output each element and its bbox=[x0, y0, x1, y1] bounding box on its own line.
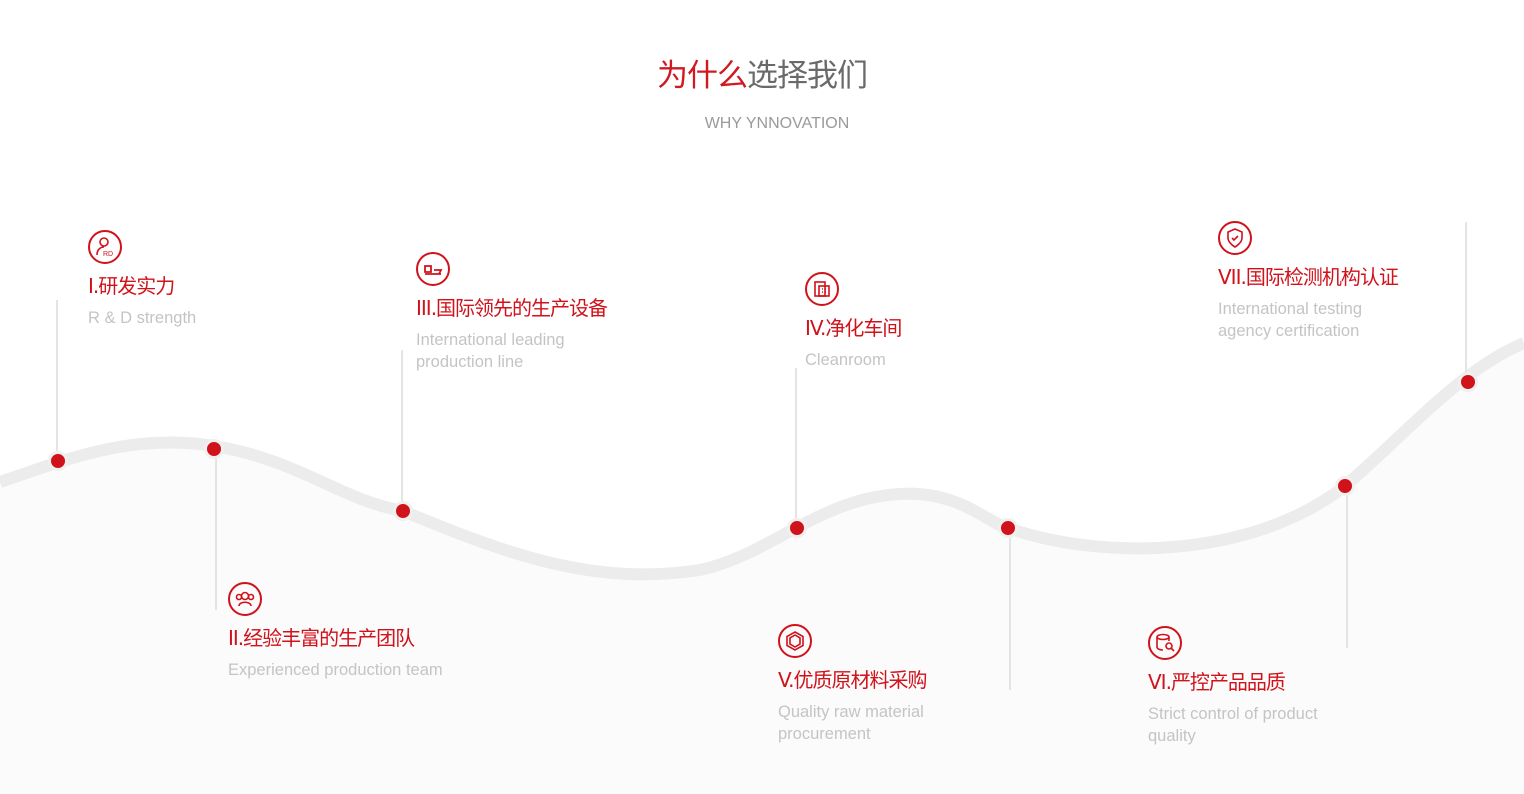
feature-desc: Experienced production team bbox=[228, 661, 443, 679]
timeline-dot bbox=[204, 439, 224, 459]
section-title: 为什么选择我们 bbox=[0, 50, 1524, 95]
connector-line bbox=[215, 455, 217, 610]
building-icon bbox=[805, 272, 839, 306]
title-gray: 选择我们 bbox=[747, 58, 868, 94]
feature-title: III.国际领先的生产设备 bbox=[416, 296, 608, 320]
timeline-dot bbox=[393, 501, 413, 521]
team-icon bbox=[228, 582, 262, 616]
feature-certification: VII.国际检测机构认证 International testing agenc… bbox=[1218, 221, 1418, 342]
connector-line bbox=[1009, 535, 1011, 690]
feature-title: V.优质原材料采购 bbox=[778, 668, 927, 692]
shield-check-icon bbox=[1218, 221, 1252, 255]
feature-title: VI.严控产品品质 bbox=[1148, 670, 1286, 694]
feature-desc: R & D strength bbox=[88, 309, 197, 327]
feature-title: VII.国际检测机构认证 bbox=[1218, 265, 1399, 289]
database-search-icon bbox=[1148, 626, 1182, 660]
title-red: 为什么 bbox=[657, 58, 748, 94]
timeline-dot bbox=[998, 518, 1018, 538]
feature-equipment: III.国际领先的生产设备 International leading prod… bbox=[416, 252, 616, 373]
connector-line bbox=[1346, 492, 1348, 648]
connector-line bbox=[401, 350, 403, 505]
svg-text:RD: RD bbox=[103, 251, 113, 258]
feature-cleanroom: IV.净化车间 Cleanroom bbox=[805, 272, 1005, 371]
machine-icon bbox=[416, 252, 450, 286]
hexagon-icon bbox=[778, 624, 812, 658]
feature-desc: Cleanroom bbox=[805, 351, 886, 369]
timeline-dot bbox=[1335, 476, 1355, 496]
feature-title: I.研发实力 bbox=[88, 274, 175, 298]
timeline-dot bbox=[787, 518, 807, 538]
feature-quality: VI.严控产品品质 Strict control of product qual… bbox=[1148, 626, 1348, 747]
feature-rd: RD I.研发实力 R & D strength bbox=[88, 230, 288, 329]
feature-team: II.经验丰富的生产团队 Experienced production team bbox=[228, 582, 488, 681]
timeline-dot bbox=[1458, 372, 1478, 392]
feature-materials: V.优质原材料采购 Quality raw material procureme… bbox=[778, 624, 978, 745]
feature-desc: International leading production line bbox=[416, 331, 565, 371]
feature-desc: International testing agency certificati… bbox=[1218, 300, 1363, 340]
feature-title: IV.净化车间 bbox=[805, 316, 902, 340]
section-subtitle: WHY YNNOVATION bbox=[704, 115, 850, 132]
rd-person-icon: RD bbox=[88, 230, 122, 264]
connector-line bbox=[795, 368, 797, 520]
timeline-dot bbox=[48, 451, 68, 471]
feature-desc: Strict control of product quality bbox=[1148, 705, 1318, 745]
connector-line bbox=[56, 300, 58, 455]
feature-title: II.经验丰富的生产团队 bbox=[228, 626, 415, 650]
feature-desc: Quality raw material procurement bbox=[778, 703, 924, 743]
connector-line bbox=[1465, 222, 1467, 376]
